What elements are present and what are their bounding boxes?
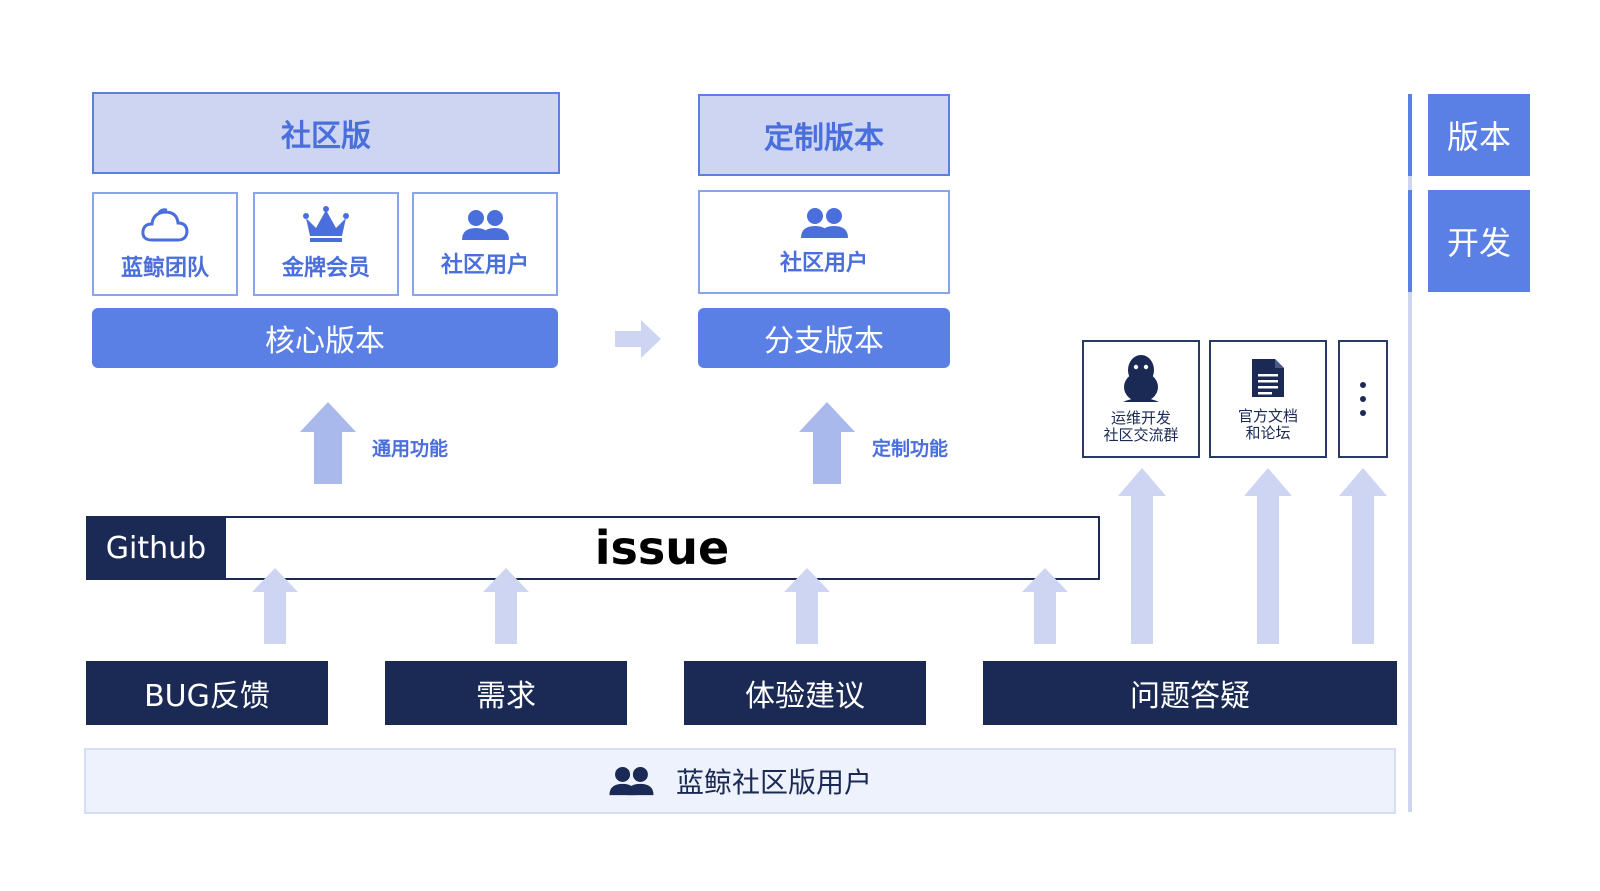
github-label: Github <box>86 516 226 580</box>
custom-edition-header: 定制版本 <box>698 94 950 176</box>
requirement-box: 需求 <box>385 661 627 725</box>
docs-forum-line1: 官方文档 <box>1237 407 1298 425</box>
suggestion-box: 体验建议 <box>684 661 926 725</box>
qq-group-card: 运维开发 社区交流群 <box>1082 340 1200 458</box>
custom-user-card: 社区用户 <box>698 190 950 294</box>
qa-box: 问题答疑 <box>983 661 1397 725</box>
qa-arrow <box>1022 568 1068 644</box>
more-arrow <box>1339 468 1387 644</box>
users-icon <box>801 208 848 238</box>
users-icon <box>609 766 654 796</box>
requirement-label: 需求 <box>476 679 536 714</box>
github-text: Github <box>105 530 207 566</box>
custom-feature-label: 定制功能 <box>872 438 949 460</box>
core-version-label: 核心版本 <box>265 324 385 359</box>
community-user-card-label: 社区用户 <box>440 253 529 278</box>
gold-member-card-label: 金牌会员 <box>281 256 370 281</box>
qq-group-line1: 运维开发 <box>1110 409 1171 427</box>
branch-version-bar: 分支版本 <box>698 308 950 368</box>
requirement-arrow <box>483 568 529 644</box>
team-card-label: 蓝鲸团队 <box>120 256 209 281</box>
side-version-text: 版本 <box>1446 118 1511 156</box>
qq-group-arrow <box>1118 468 1166 644</box>
docs-forum-line2: 和论坛 <box>1245 424 1291 442</box>
branch-version-label: 分支版本 <box>764 324 884 359</box>
docs-forum-arrow <box>1244 468 1292 644</box>
suggestion-arrow <box>784 568 830 644</box>
team-card: 蓝鲸团队 <box>92 192 238 296</box>
timeline-line-light <box>1408 94 1412 812</box>
more-card[interactable] <box>1338 340 1388 458</box>
issue-title: issue <box>594 521 730 575</box>
cloud-icon <box>141 208 189 242</box>
right-arrow <box>615 320 661 358</box>
general-feature-arrow <box>300 402 356 484</box>
timeline-marker-develop <box>1408 190 1412 292</box>
community-edition-title: 社区版 <box>281 119 371 154</box>
issue-box: issue <box>226 516 1100 580</box>
crown-icon <box>303 206 349 242</box>
more-vertical-icon <box>1360 382 1366 416</box>
bug-feedback-arrow <box>252 568 298 644</box>
timeline-marker-version <box>1408 94 1412 176</box>
custom-edition-title: 定制版本 <box>764 121 884 156</box>
side-label-version: 版本 <box>1428 94 1530 176</box>
community-user-card: 社区用户 <box>412 192 558 296</box>
bug-feedback-box: BUG反馈 <box>86 661 328 725</box>
qq-penguin-icon <box>1123 355 1159 402</box>
qa-label: 问题答疑 <box>1130 679 1250 714</box>
gold-member-card: 金牌会员 <box>253 192 399 296</box>
custom-user-card-label: 社区用户 <box>779 251 868 276</box>
bug-feedback-label: BUG反馈 <box>144 679 270 714</box>
users-icon <box>462 210 509 240</box>
community-users-bar: 蓝鲸社区版用户 <box>84 748 1396 814</box>
side-develop-text: 开发 <box>1446 224 1511 262</box>
custom-feature-arrow <box>799 402 855 484</box>
docs-forum-card: 官方文档 和论坛 <box>1209 340 1327 458</box>
suggestion-label: 体验建议 <box>745 679 865 714</box>
community-users-label: 蓝鲸社区版用户 <box>675 766 872 799</box>
general-feature-label: 通用功能 <box>372 438 449 460</box>
side-label-develop: 开发 <box>1428 190 1530 292</box>
document-icon <box>1252 359 1284 397</box>
qq-group-line2: 社区交流群 <box>1103 426 1179 444</box>
core-version-bar: 核心版本 <box>92 308 558 368</box>
community-edition-header: 社区版 <box>92 92 560 174</box>
